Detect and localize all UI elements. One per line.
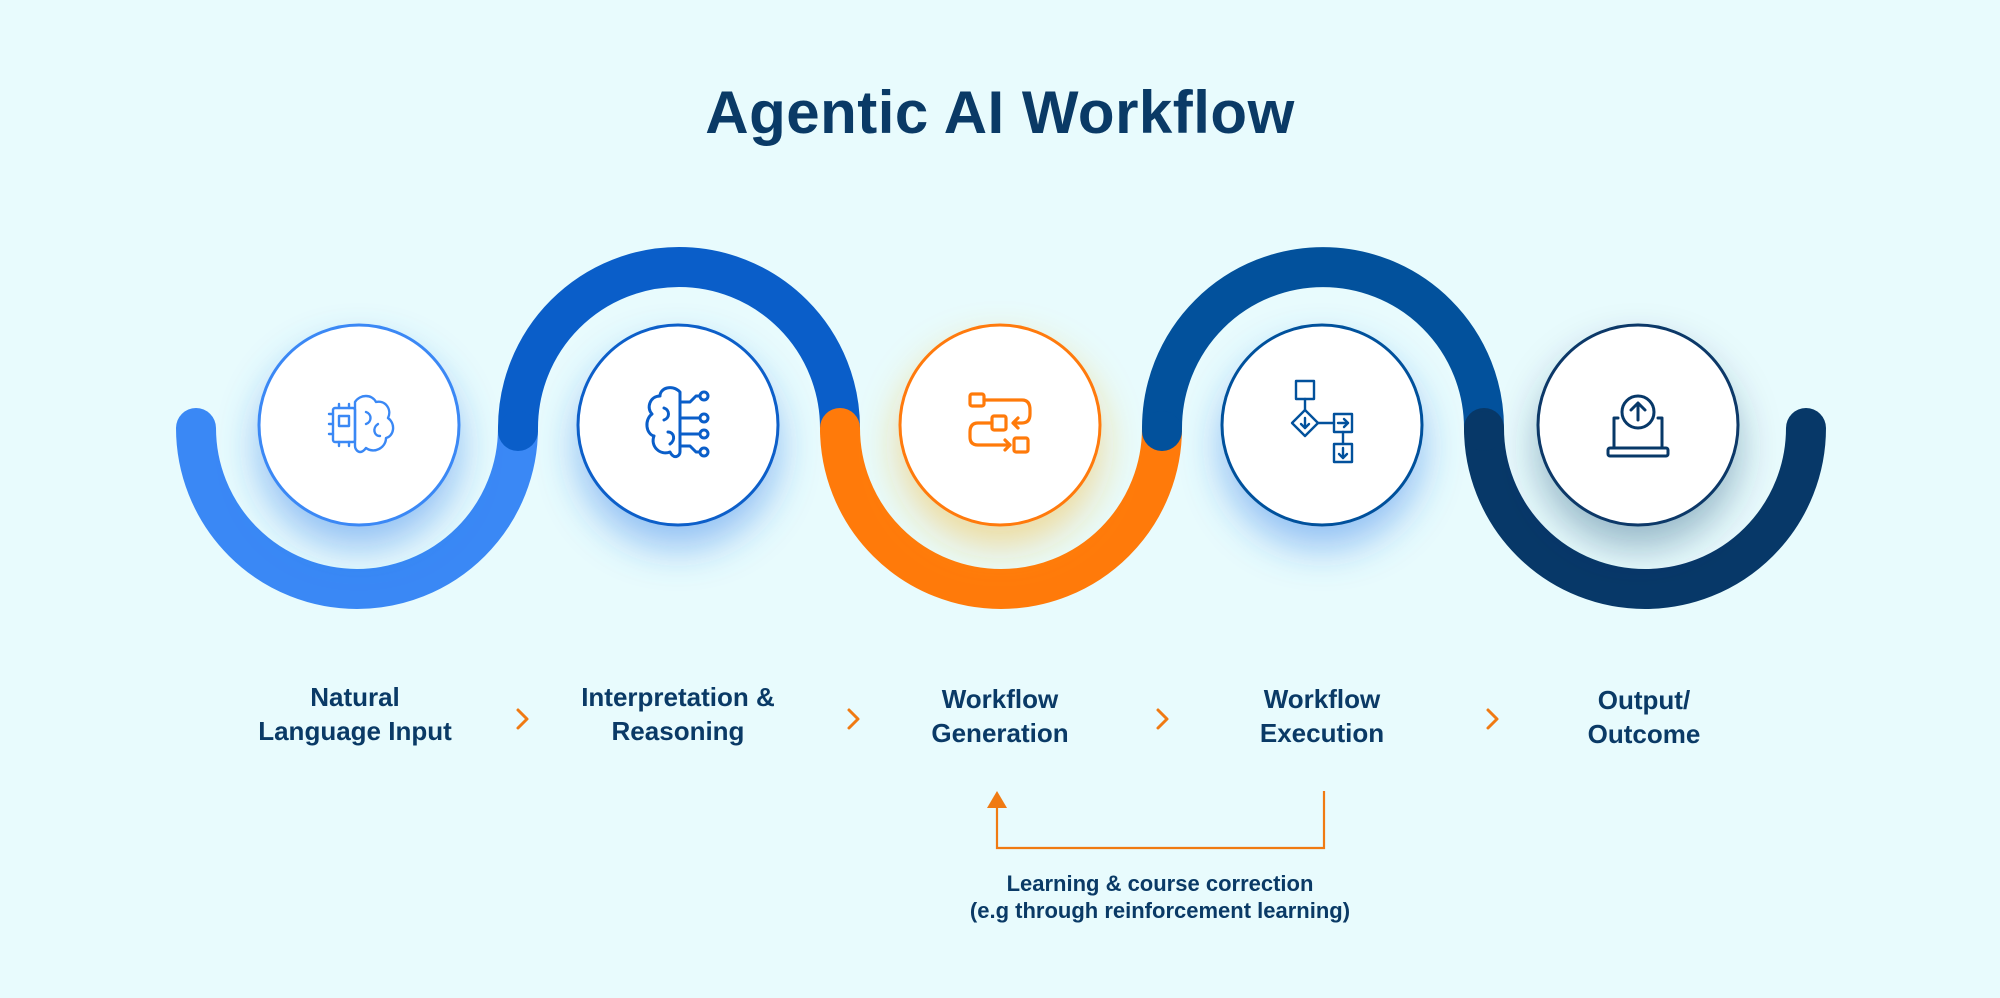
step-circle-5: [1536, 323, 1740, 527]
step-circle-1: [257, 323, 461, 527]
flowchart-icon: [1290, 379, 1354, 464]
chevron-right-icon: [1486, 708, 1499, 730]
wave-arc-4: [1142, 247, 1504, 448]
wave-arc-3: [820, 408, 1182, 609]
workflow-process-icon: [968, 392, 1032, 454]
step-label-3: Workflow Generation: [931, 684, 1069, 748]
step-circle-3: [898, 323, 1102, 527]
chevron-right-icon: [516, 708, 529, 730]
feedback-label: Learning & course correction (e.g throug…: [969, 871, 1351, 923]
step-label-1: Natural Language Input: [258, 682, 452, 746]
step-label-5: Output/ Outcome: [1587, 685, 1701, 749]
ai-brain-chip-icon: [327, 394, 395, 454]
brain-circuit-icon: [645, 386, 710, 459]
chevron-right-icon: [1156, 708, 1169, 730]
wave-arc-5: [1464, 408, 1826, 609]
chevron-right-icon: [847, 708, 860, 730]
step-label-2: Interpretation & Reasoning: [581, 682, 775, 746]
step-circle-2: [576, 323, 780, 527]
step-label-4: Workflow Execution: [1259, 684, 1385, 748]
wave-arc-2: [498, 247, 860, 448]
step-circle-4: [1220, 323, 1424, 527]
laptop-upload-icon: [1606, 394, 1670, 458]
page-title: Agentic AI Workflow: [705, 79, 1295, 146]
wave-arc-1: [176, 408, 538, 609]
feedback-loop-arrow: [987, 791, 1326, 850]
